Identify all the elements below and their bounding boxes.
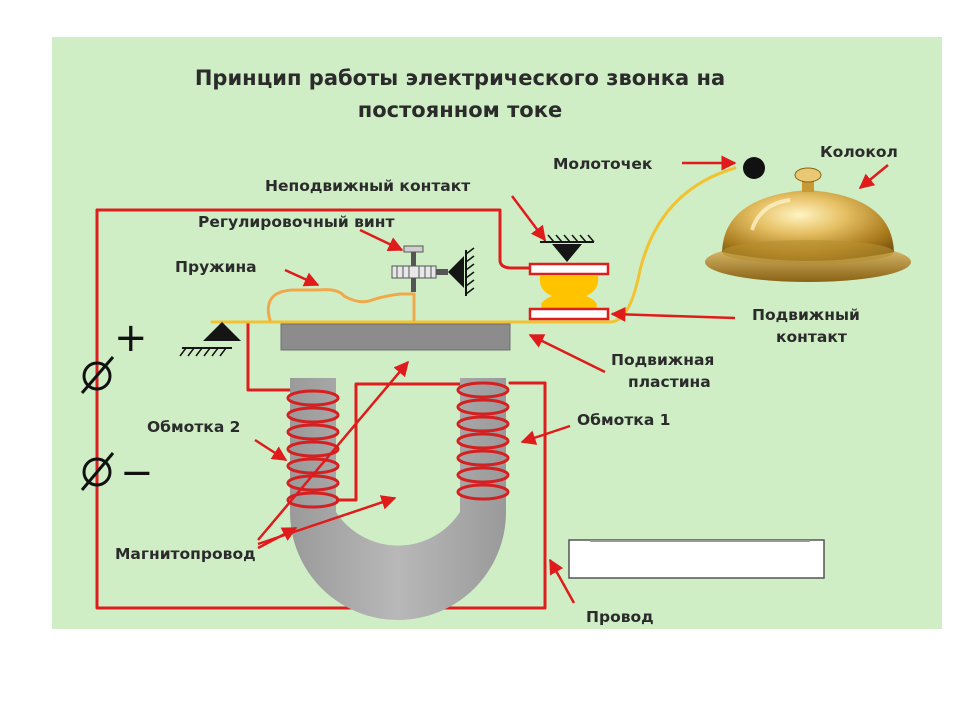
arrow-wire xyxy=(548,558,576,604)
bell xyxy=(705,167,911,282)
plus-sign: + xyxy=(114,315,148,361)
arrow-winding-1 xyxy=(520,424,571,445)
label-moving-contact-2: контакт xyxy=(776,328,847,346)
spring xyxy=(266,288,416,322)
arrow-spring xyxy=(284,268,320,287)
label-wire: Провод xyxy=(586,608,654,626)
adjusting-screw xyxy=(391,245,475,296)
blank-label-box xyxy=(568,539,825,579)
minus-terminal[interactable]: − xyxy=(80,450,154,496)
label-spring: Пружина xyxy=(175,258,257,276)
magnetic-core xyxy=(290,378,506,620)
label-winding-2: Обмотка 2 xyxy=(147,418,240,436)
label-moving-plate-1: Подвижная xyxy=(611,351,714,369)
label-fixed-contact: Неподвижный контакт xyxy=(265,177,470,195)
callout-arrows xyxy=(254,155,889,604)
diagram-title-line1: Принцип работы электрического звонка на xyxy=(195,66,725,90)
winding-1-coil xyxy=(456,381,510,501)
label-adjusting-screw: Регулировочный винт xyxy=(198,213,394,231)
fixed-contact xyxy=(528,262,610,276)
label-moving-plate-2: пластина xyxy=(628,373,711,391)
label-moving-contact-1: Подвижный xyxy=(752,306,860,324)
moving-contact xyxy=(528,307,610,321)
label-magnetic-core: Магнитопровод xyxy=(115,545,256,563)
plus-terminal[interactable]: + xyxy=(80,315,148,394)
pivot-support xyxy=(179,322,241,357)
hammer xyxy=(743,157,765,179)
label-winding-1: Обмотка 1 xyxy=(577,411,670,429)
minus-sign: − xyxy=(120,450,154,496)
diagram-title-line2: постоянном токе xyxy=(358,98,562,122)
contact-block xyxy=(539,276,599,308)
label-bell: Колокол xyxy=(820,143,898,161)
arrow-moving-plate xyxy=(528,333,606,374)
arrow-moving-contact xyxy=(610,306,736,322)
arrow-adjusting-screw xyxy=(359,228,404,252)
winding-2-coil xyxy=(286,389,340,509)
arrow-fixed-contact xyxy=(511,195,546,242)
contact-assembly xyxy=(528,234,610,321)
arrow-core-3 xyxy=(257,526,298,550)
arrow-core-1 xyxy=(257,360,409,541)
arrow-winding-2 xyxy=(254,438,288,462)
label-hammer: Молоточек xyxy=(553,155,653,173)
arrow-bell xyxy=(858,164,889,189)
moving-plate xyxy=(280,323,511,351)
